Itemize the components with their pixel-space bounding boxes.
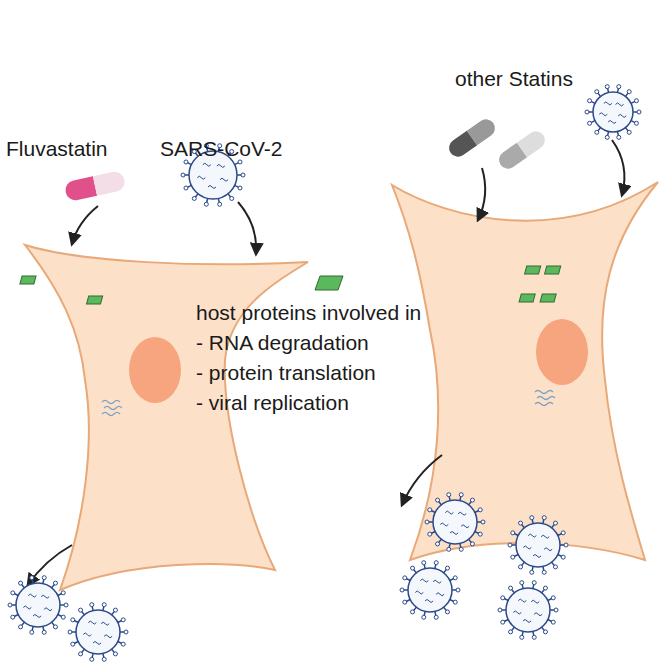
virus xyxy=(585,85,641,140)
legend-swatch-shape xyxy=(314,274,344,292)
nucleus xyxy=(536,319,588,385)
virus xyxy=(498,581,558,640)
viral-rna xyxy=(102,401,122,416)
statin-pill xyxy=(496,128,549,173)
illustration-label: Fluvastatin xyxy=(6,136,108,161)
virus xyxy=(8,576,68,635)
illustration-label: SARS-CoV-2 xyxy=(160,136,283,161)
legend-text: host proteins involved in xyxy=(196,300,421,325)
virus xyxy=(68,603,128,662)
virus xyxy=(508,516,568,575)
list-item: - protein translation xyxy=(196,360,376,385)
host-protein xyxy=(87,296,103,304)
fluvastatin-pill xyxy=(64,170,127,202)
virus xyxy=(400,561,460,620)
host-protein xyxy=(20,276,36,284)
illustration-label: other Statins xyxy=(455,66,573,91)
cell xyxy=(25,245,308,590)
virus-group xyxy=(8,85,641,662)
list-item: - viral replication xyxy=(196,390,349,415)
statin-pill xyxy=(446,116,499,161)
legend-swatch xyxy=(314,274,344,292)
viral-rna xyxy=(535,391,555,406)
host-protein xyxy=(519,266,561,302)
list-item: - RNA degradation xyxy=(196,330,369,355)
virus xyxy=(425,493,485,552)
arrow xyxy=(28,140,624,585)
nucleus xyxy=(129,337,181,403)
cell xyxy=(392,182,658,560)
